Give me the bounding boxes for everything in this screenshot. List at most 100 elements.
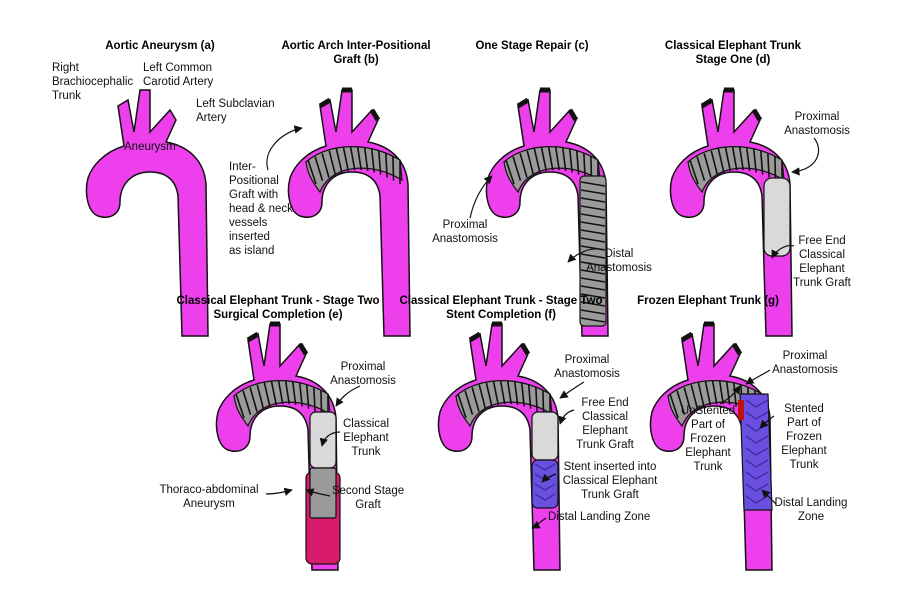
- panel-d-title: Classical Elephant Trunk Stage One (d): [664, 40, 802, 66]
- descending-graft-c-rib: [580, 293, 606, 299]
- arch-graft-e-rib: [313, 387, 316, 412]
- descending-graft-c-rib: [580, 181, 606, 187]
- arch-graft-e-rib: [291, 380, 297, 406]
- arch-graft-b-rib: [377, 150, 382, 175]
- arch-graft-f-rib: [542, 390, 545, 415]
- label-e-proximal: Proximal Anastomosis: [330, 361, 396, 387]
- f-vessel-cap-2: [519, 342, 531, 356]
- descending-graft-c-rib: [580, 221, 606, 227]
- arch-graft-e-rib: [320, 390, 323, 415]
- arch-graft-e-rib: [277, 379, 284, 405]
- frozen-trunk-strut-g: [745, 495, 769, 504]
- label-e-second-stage: Second Stage Graft: [331, 485, 405, 511]
- arch-graft-b-rib: [307, 159, 317, 185]
- callout-c-distal: [567, 248, 605, 263]
- label-f-free-end: Free End Classical Elephant Trunk Graft: [576, 397, 634, 451]
- d-vessel-cap-0: [700, 97, 714, 109]
- label-brachiocephalic: Right Brachiocephalic Trunk: [52, 62, 134, 102]
- descending-graft-c-rib: [580, 301, 606, 307]
- callout-f-proximal: [559, 381, 585, 399]
- b-vessel-cap-0: [318, 97, 332, 109]
- frozen-trunk-stented-g: [739, 393, 773, 511]
- arch-graft-e-rib: [263, 382, 271, 407]
- panel-c-title: One Stage Repair (c): [475, 40, 589, 52]
- arch-graft-g-rib: [697, 382, 705, 407]
- g-vessel-cap-0: [680, 331, 694, 343]
- label-d-proximal: Proximal Anastomosis: [784, 111, 850, 137]
- callout-g-landing: [761, 489, 777, 505]
- descending-graft-c-rib: [580, 317, 606, 323]
- arch-graft-e-rib: [284, 379, 291, 405]
- panel-f-title: Classical Elephant Trunk - Stage Two Ste…: [399, 295, 603, 321]
- callout-g-proximal: [745, 369, 771, 385]
- descending-graft-c-rib: [580, 285, 606, 291]
- label-g-landing: Distal Landing Zone: [774, 497, 848, 523]
- label-aneurysm: Aneurysm: [124, 141, 176, 153]
- unstented-part-g: [738, 400, 744, 420]
- arch-graft-b: [305, 146, 403, 194]
- label-c-distal: Distal Anastomosis: [586, 248, 652, 274]
- descending-graft-c-rib: [580, 261, 606, 267]
- frozen-trunk-strut-g: [745, 459, 769, 468]
- elephant-trunk-e: [309, 411, 337, 469]
- frozen-trunk-strut-g: [745, 411, 769, 420]
- descending-graft-c-rib: [580, 253, 606, 259]
- arch-graft-b-rib: [385, 153, 388, 178]
- arch-graft-b-rib: [363, 146, 369, 172]
- arch-graft-c-rib: [512, 156, 522, 181]
- label-carotid: Left Common Carotid Artery: [143, 62, 214, 88]
- callout-d-free-end: [771, 245, 795, 259]
- c-vessel-cap-0: [516, 97, 530, 109]
- arch-graft-c-rib: [519, 153, 528, 178]
- arch-graft-e: [233, 380, 331, 428]
- arch-graft-g-rib: [676, 390, 686, 415]
- arch-graft-c-rib: [583, 153, 586, 178]
- label-interpositional-graft: Inter- Positional Graft with head & neck…: [229, 161, 293, 257]
- arch-graft-c-rib: [575, 150, 580, 175]
- callout-g-stented: [759, 415, 775, 429]
- descending-graft-c-rib: [580, 205, 606, 211]
- label-d-free-end: Free End Classical Elephant Trunk Graft: [793, 235, 851, 289]
- arch-graft-b-rib: [335, 148, 343, 173]
- frozen-trunk-strut-g: [745, 399, 769, 408]
- e-vessel-cap-0: [246, 331, 260, 343]
- b-vessel-cap-2: [369, 108, 381, 122]
- arch-graft-c-rib: [540, 146, 548, 172]
- arch-graft-e-rib: [305, 384, 310, 409]
- arch-graft-g-rib: [725, 380, 731, 406]
- label-f-stent: Stent inserted into Classical Elephant T…: [562, 461, 658, 501]
- label-f-landing: Distal Landing Zone: [548, 511, 651, 523]
- panel-g-title: Frozen Elephant Trunk (g): [637, 295, 779, 307]
- e-vessel-cap-2: [297, 342, 309, 356]
- label-e-trunk: Classical Elephant Trunk: [342, 418, 389, 458]
- arch-graft-c: [503, 146, 601, 194]
- stent-f-strut: [534, 483, 556, 491]
- descending-graft-c-rib: [580, 269, 606, 275]
- arch-graft-d-rib: [710, 150, 719, 175]
- arch-graft-b-rib: [392, 156, 395, 181]
- arch-graft-e-rib: [235, 393, 245, 419]
- arch-graft-f-rib: [457, 393, 467, 419]
- arch-graft-c-rib: [526, 150, 535, 175]
- callout-b-graft: [266, 125, 303, 171]
- arch-graft-e-rib: [270, 380, 278, 406]
- callout-f-landing: [531, 517, 547, 529]
- label-g-unstented: UnStented Part of Frozen Elephant Trunk: [680, 405, 736, 473]
- arch-graft-d-rib: [767, 153, 770, 178]
- label-subclavian: Left Subclavian Artery: [196, 98, 275, 124]
- arch-graft-f-rib: [485, 382, 493, 407]
- descending-graft-c-rib: [580, 229, 606, 235]
- arch-graft-b-rib: [342, 146, 350, 172]
- label-g-proximal: Proximal Anastomosis: [772, 350, 838, 376]
- arch-graft-d-rib: [738, 145, 745, 171]
- arch-graft-f-rib: [520, 382, 525, 407]
- callout-f-free-end: [558, 409, 575, 425]
- callout-g-unstented: [719, 385, 741, 405]
- arch-graft-g-rib: [690, 384, 699, 409]
- arch-graft-c-rib: [568, 148, 573, 173]
- elephant-trunk-f: [531, 411, 559, 461]
- arch-graft-e-rib: [249, 387, 258, 412]
- label-c-proximal: Proximal Anastomosis: [432, 219, 498, 245]
